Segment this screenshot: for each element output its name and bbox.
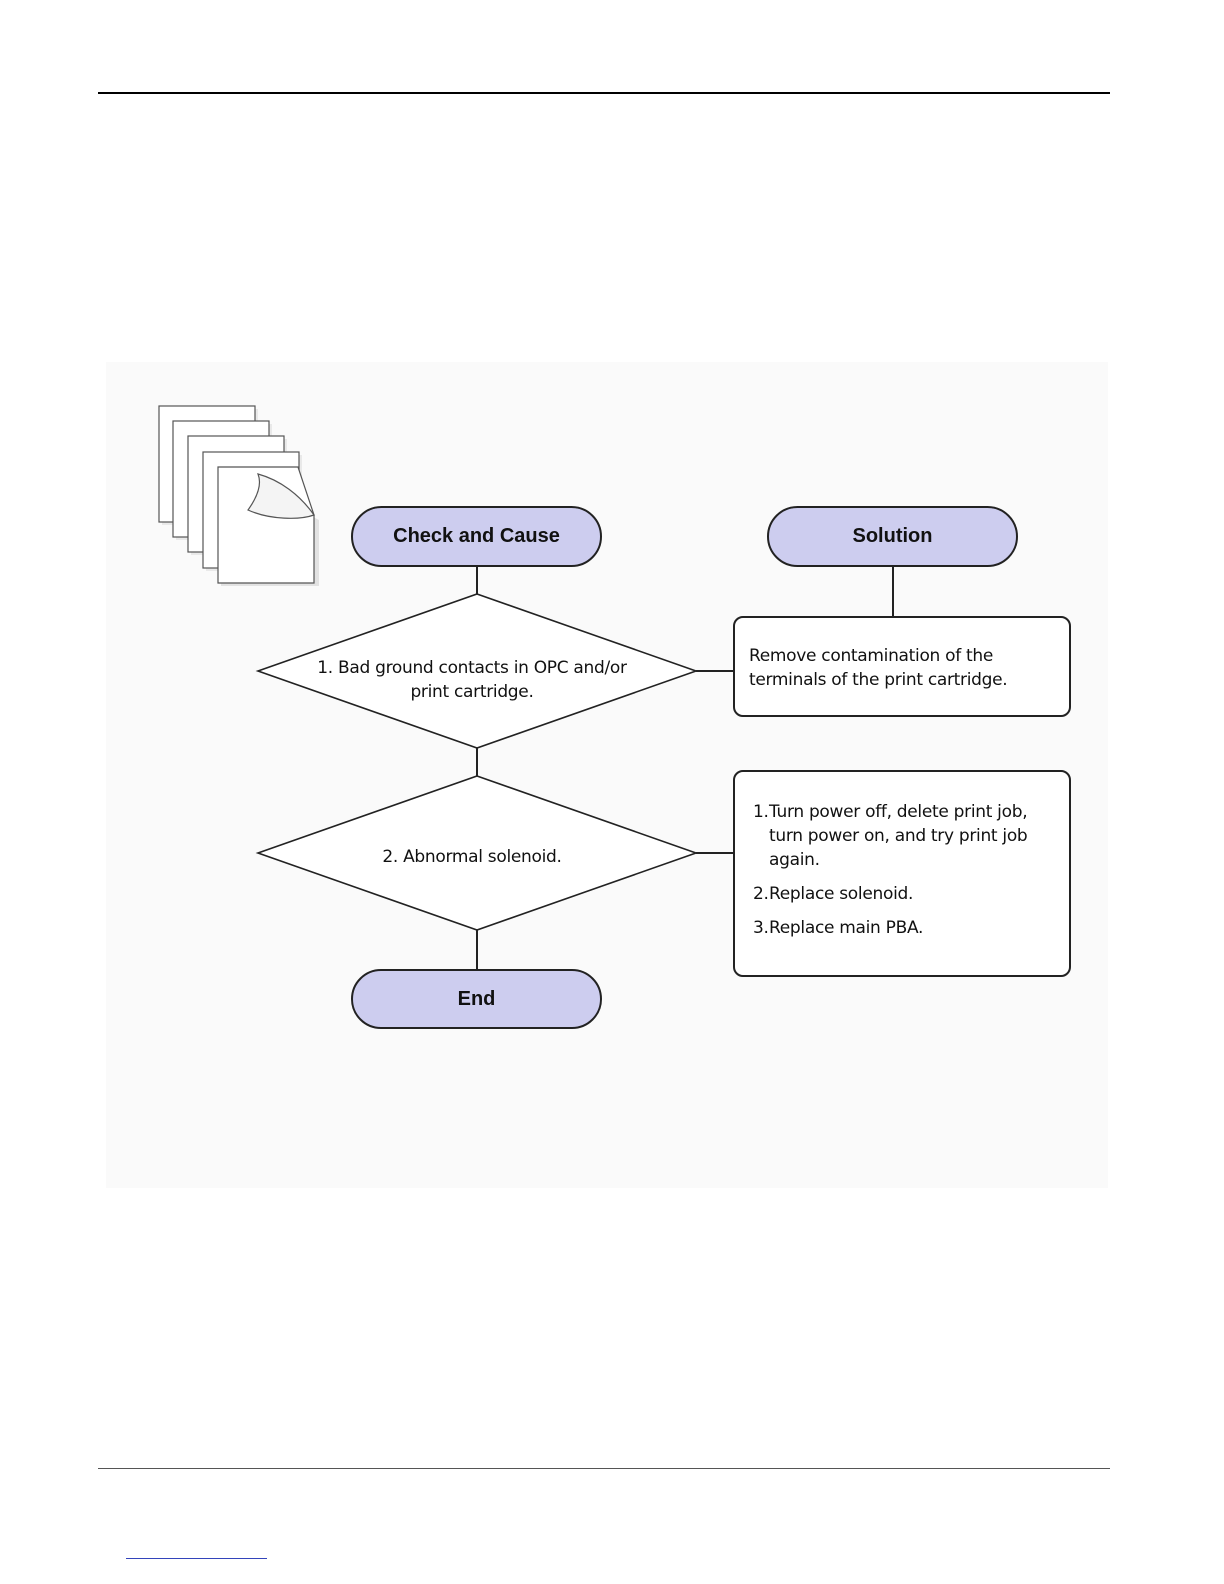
solution2-item-1-line-2: turn power on, and try print job [769, 824, 1069, 848]
solution1-line-1: Remove contamination of the [749, 644, 1069, 668]
solution2-item-1-number: 1. [753, 800, 769, 872]
solution2-item-3: 3. Replace main PBA. [753, 916, 1069, 940]
step2-check-line-1: 2. Abnormal solenoid. [282, 845, 662, 869]
solution-header: Solution [767, 506, 1018, 567]
footer-link-underline[interactable] [126, 1558, 267, 1559]
solution2-item-1: 1. Turn power off, delete print job, tur… [753, 800, 1069, 872]
solution2-item-2-line-1: Replace solenoid. [769, 882, 1069, 906]
end-terminal: End [351, 969, 602, 1029]
step1-check-line-1: 1. Bad ground contacts in OPC and/or [282, 656, 662, 680]
solution2-item-1-line-3: again. [769, 848, 1069, 872]
solution2-item-3-line-1: Replace main PBA. [769, 916, 1069, 940]
solution2-item-3-number: 3. [753, 916, 769, 940]
check-and-cause-header: Check and Cause [351, 506, 602, 567]
solution2-item-1-line-1: Turn power off, delete print job, [769, 800, 1069, 824]
solution-box-1: Remove contamination of the terminals of… [733, 616, 1071, 717]
step2-check-text: 2. Abnormal solenoid. [282, 845, 662, 869]
page-stack-icon [159, 406, 319, 586]
solution2-list: 1. Turn power off, delete print job, tur… [753, 800, 1069, 940]
step1-check-line-2: print cartridge. [282, 680, 662, 704]
solution-box-2: 1. Turn power off, delete print job, tur… [733, 770, 1071, 977]
step1-check-text: 1. Bad ground contacts in OPC and/or pri… [282, 656, 662, 704]
solution2-item-2-number: 2. [753, 882, 769, 906]
footer-rule [98, 1468, 1110, 1469]
solution2-item-2: 2. Replace solenoid. [753, 882, 1069, 906]
solution1-line-2: terminals of the print cartridge. [749, 668, 1069, 692]
